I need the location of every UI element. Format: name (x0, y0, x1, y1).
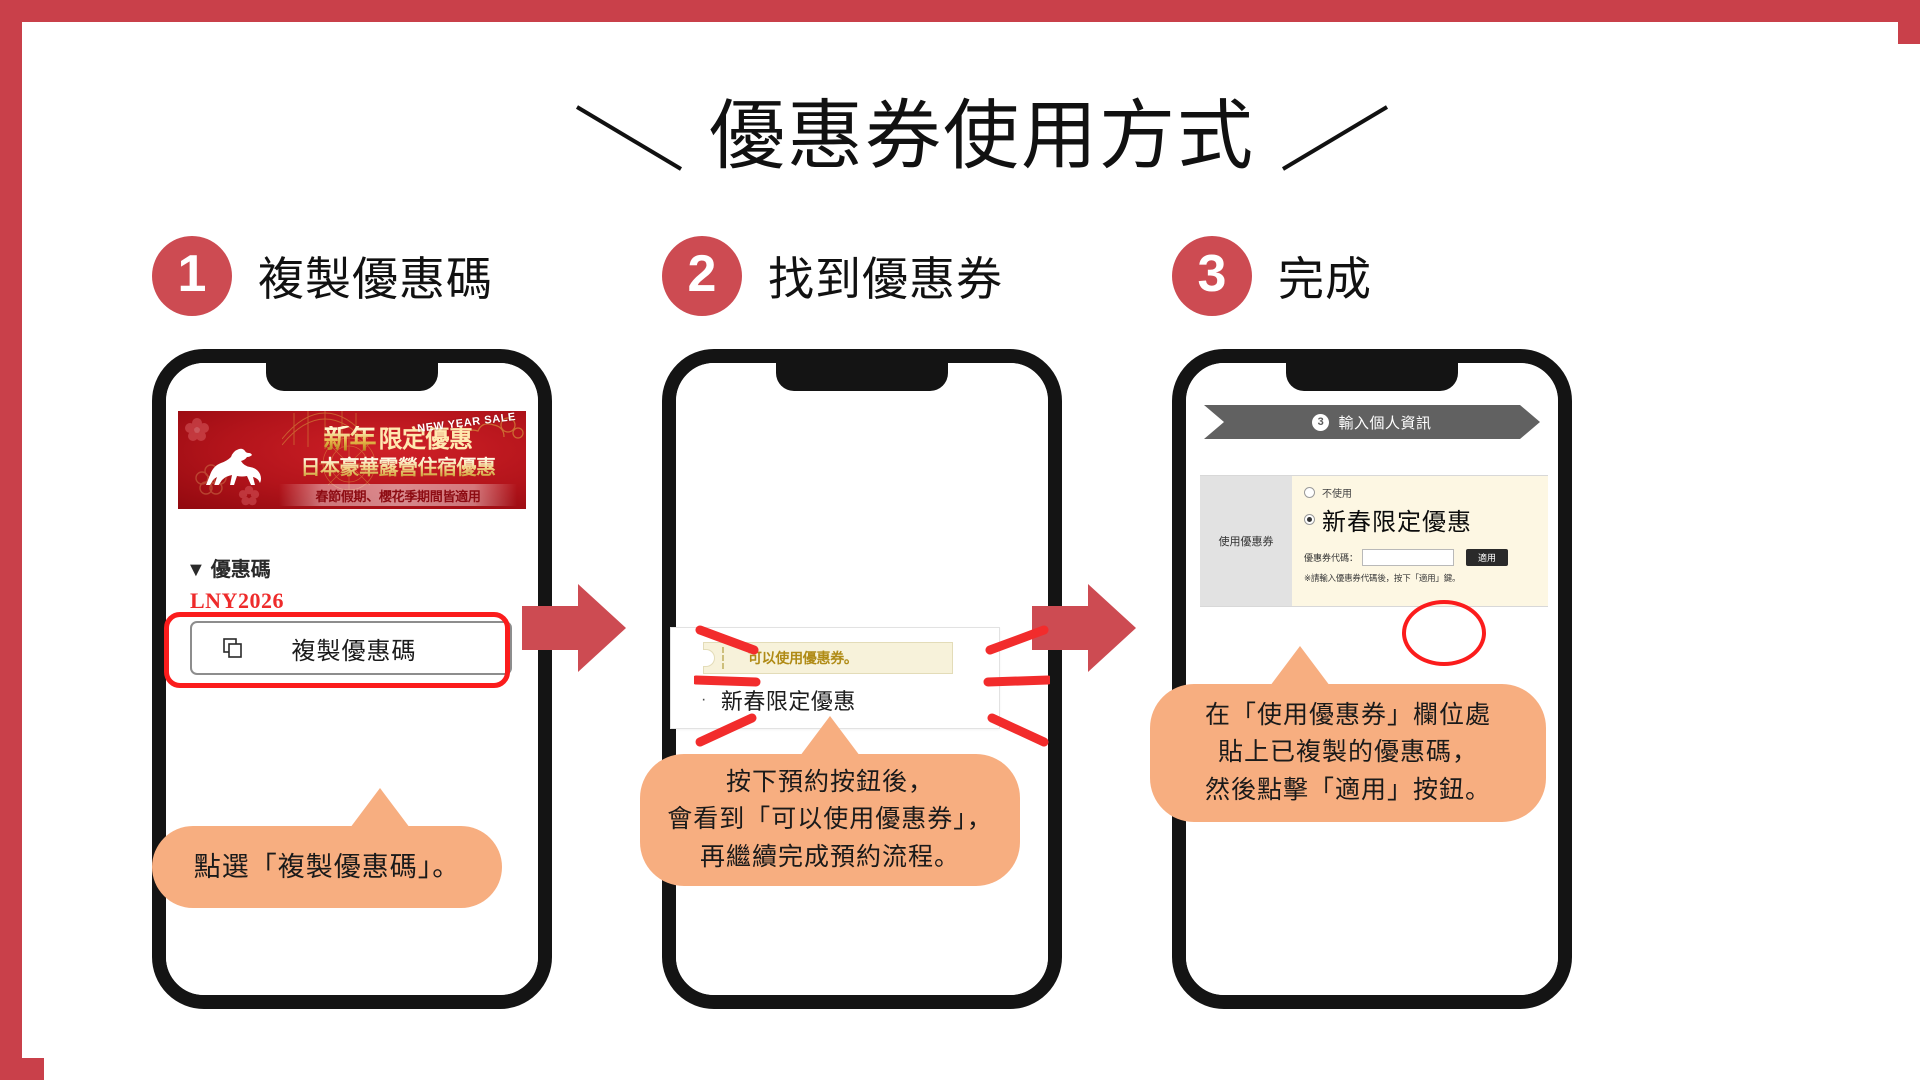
step-header-3: 3 完成 (1172, 236, 1372, 316)
phone-notch-3 (1286, 363, 1458, 391)
horse-icon (206, 448, 261, 485)
phone-notch-2 (776, 363, 948, 391)
coupon-code-section-label: ▼ 優惠碼 (186, 559, 271, 581)
banner-headline-main: 新年 (323, 424, 377, 454)
apply-coupon-button[interactable]: 適用 (1466, 549, 1509, 566)
checkout-step-number: 3 (1312, 413, 1330, 431)
phone-mockup-1: 新年 限定優惠 NEW YEAR SALE 日本豪華露營住宿優惠 春節假期、櫻花… (152, 349, 552, 1009)
radio-none-icon[interactable] (1304, 487, 1315, 498)
coupon-option-selected[interactable]: 新春限定優惠 (1304, 502, 1538, 537)
copy-coupon-code-button[interactable]: 複製優惠碼 (190, 621, 512, 675)
coupon-code-value: LNY2026 (190, 588, 284, 613)
callout-step-1-line-1: 點選「複製優惠碼」。 (193, 851, 461, 882)
step-label-2: 找到優惠券 (768, 253, 1003, 305)
coupon-option-selected-label: 新春限定優惠 (1322, 509, 1472, 536)
flow-arrow-1-to-2 (522, 584, 626, 677)
coupon-available-text: 可以使用優惠券。 (748, 650, 858, 666)
coupon-code-note: ※請輸入優惠券代碼後，按下「適用」鍵。 (1304, 573, 1461, 583)
banner-headline-sub: 限定優惠 (378, 426, 474, 453)
coupon-option-none[interactable]: 不使用 (1304, 485, 1538, 500)
coupon-list-item: · 新春限定優惠 (701, 684, 856, 716)
step-header-1: 1 複製優惠碼 (152, 236, 493, 316)
plum-blossom-icon (185, 418, 209, 441)
copy-icon (223, 638, 242, 658)
coupon-option-none-label: 不使用 (1322, 489, 1352, 500)
step-label-1: 複製優惠碼 (258, 253, 493, 305)
step-number-badge-1: 1 (152, 236, 232, 316)
use-coupon-row: 使用優惠券 不使用 新春限定優惠 優惠券代碼： (1200, 475, 1548, 607)
callout-step-3-line-1: 在「使用優惠券」欄位處 (1204, 700, 1491, 729)
coupon-code-input[interactable] (1362, 549, 1455, 566)
title-left-slash-icon (571, 99, 691, 175)
phone-notch-1 (266, 363, 438, 391)
coupon-name-label: 新春限定優惠 (720, 689, 856, 714)
step-number-badge-3: 3 (1172, 236, 1252, 316)
callout-step-2-line-1: 按下預約按鈕後， (725, 767, 934, 796)
checkout-step-text: 輸入個人資訊 (1338, 414, 1432, 432)
callout-step-1-text: 點選「複製優惠碼」。 (194, 847, 461, 888)
page-title: 優惠券使用方式 (709, 94, 1255, 179)
banner-subline: 日本豪華露營住宿優惠 (274, 456, 522, 480)
phone-screen-3: 3 輸入個人資訊 使用優惠券 不使用 新春限定優惠 (1186, 363, 1558, 995)
callout-step-3-line-3: 然後點擊「適用」按鈕。 (1204, 775, 1491, 804)
phone-mockup-3: 3 輸入個人資訊 使用優惠券 不使用 新春限定優惠 (1172, 349, 1572, 1009)
coupon-code-field-row: 優惠券代碼： 適用 (1304, 549, 1538, 566)
callout-step-2: 按下預約按鈕後， 會看到「可以使用優惠券」， 再繼續完成預約流程。 (640, 716, 1020, 886)
callout-step-3-text: 在「使用優惠券」欄位處 貼上已複製的優惠碼， 然後點擊「適用」按鈕。 (1205, 697, 1491, 810)
banner-strip: 春節假期、櫻花季期間皆適用 (279, 484, 517, 506)
plum-blossom-small-icon (238, 485, 260, 506)
flow-arrow-2-to-3 (1032, 584, 1136, 677)
step-number-badge-2: 2 (662, 236, 742, 316)
use-coupon-row-body: 不使用 新春限定優惠 優惠券代碼： 適用 ※請輸入優惠券代碼後，按下「適用」鍵。 (1292, 476, 1548, 606)
ticket-dashed-divider (722, 647, 724, 669)
step-header-2: 2 找到優惠券 (662, 236, 1003, 316)
callout-tail-2 (800, 716, 860, 756)
new-year-sale-banner: 新年 限定優惠 NEW YEAR SALE 日本豪華露營住宿優惠 春節假期、櫻花… (178, 411, 526, 509)
radio-selected-icon[interactable] (1304, 514, 1315, 525)
callout-tail-3 (1270, 646, 1330, 686)
title-right-slash-icon (1273, 99, 1393, 175)
banner-strip-text: 春節假期、櫻花季期間皆適用 (315, 488, 481, 504)
title-block: 優惠券使用方式 (44, 99, 1920, 175)
coupon-code-field-label: 優惠券代碼： (1304, 553, 1359, 563)
emphasis-strokes-left-icon (694, 625, 761, 747)
callout-step-3: 在「使用優惠券」欄位處 貼上已複製的優惠碼， 然後點擊「適用」按鈕。 (1150, 646, 1546, 822)
step-label-3: 完成 (1278, 253, 1372, 305)
callout-step-2-line-2: 會看到「可以使用優惠券」， (667, 805, 993, 834)
chevron-banner-shape-icon (1204, 405, 1540, 439)
use-coupon-row-label: 使用優惠券 (1200, 476, 1292, 606)
checkout-step-banner: 3 輸入個人資訊 (1204, 405, 1540, 439)
callout-step-2-text: 按下預約按鈕後， 會看到「可以使用優惠券」， 再繼續完成預約流程。 (667, 764, 993, 877)
callout-step-1: 點選「複製優惠碼」。 (152, 788, 502, 908)
list-bullet-icon: · (701, 691, 707, 708)
emphasis-strokes-right-icon (983, 625, 1050, 747)
callout-step-2-line-3: 再繼續完成預約流程。 (699, 842, 960, 871)
banner-text-block: 新年 限定優惠 NEW YEAR SALE 日本豪華露營住宿優惠 春節假期、櫻花… (274, 411, 522, 506)
callout-step-3-line-2: 貼上已複製的優惠碼， (1217, 738, 1478, 767)
banner-headline: 新年 限定優惠 NEW YEAR SALE (274, 411, 522, 454)
poster-canvas: 優惠券使用方式 1 複製優惠碼 2 找到優惠券 3 完成 (44, 44, 1920, 1080)
copy-coupon-code-label: 複製優惠碼 (291, 637, 417, 665)
checkout-step-banner-label: 3 輸入個人資訊 (1204, 405, 1540, 439)
callout-tail-1 (350, 788, 410, 828)
